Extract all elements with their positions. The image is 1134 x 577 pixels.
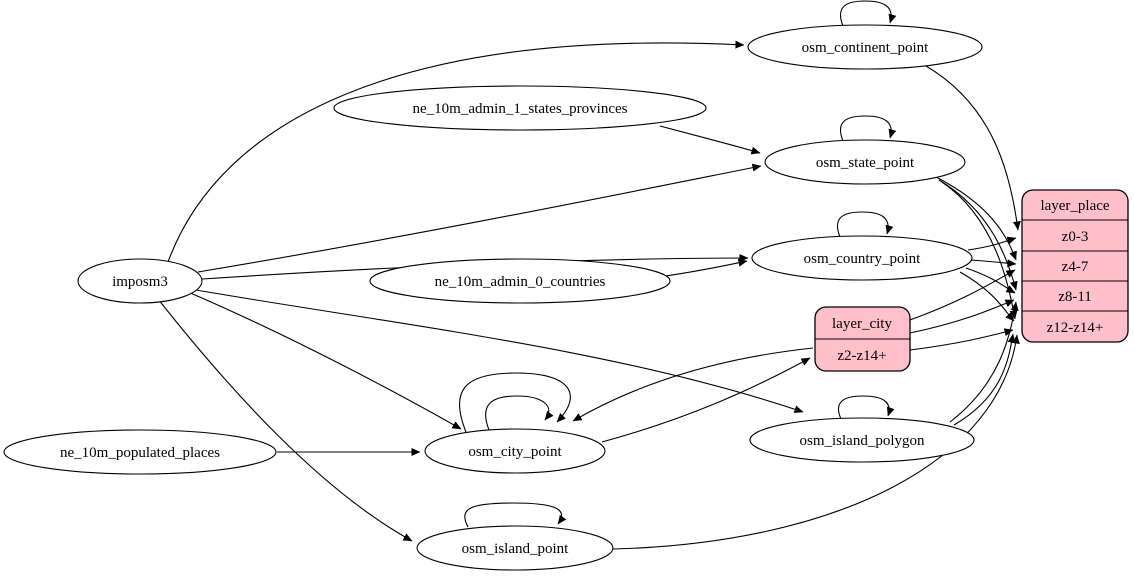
layer-place-row-z0-3: z0-3	[1062, 229, 1089, 245]
edge-osm_country_point-layer_place-z4-7	[969, 259, 1017, 268]
layer-place-shape	[1021, 189, 1129, 343]
layer-place-row-z8-11: z8-11	[1058, 289, 1092, 305]
edge-osm_island_point-layer_place-z12-z14	[612, 334, 1020, 550]
edge-osm_continent_point-layer_place-z0-3	[925, 65, 1021, 231]
node-osm-city-point: osm_city_point	[424, 428, 606, 474]
self-loop-osm_island_polygon	[837, 395, 895, 420]
osm-state-point-shape	[764, 139, 966, 185]
ne-10m-admin-1-shape	[333, 85, 707, 131]
edge-osm_state_point-layer_place-z8-11	[938, 179, 1018, 291]
edge-imposm3-osm_island_polygon	[195, 289, 804, 414]
ne-10m-populated-places-shape	[3, 429, 277, 475]
node-osm-country-point: osm_country_point	[751, 235, 973, 281]
ne-10m-populated-places-label: ne_10m_populated_places	[60, 445, 220, 461]
layer-place-row-z4-7: z4-7	[1062, 259, 1089, 275]
node-ne-10m-admin-0-countries: ne_10m_admin_0_countries	[369, 258, 671, 304]
edge-ne_10m_admin_0_countries-osm_country_point	[664, 258, 748, 277]
osm-continent-point-shape	[747, 24, 983, 70]
self-loop-osm_continent_point	[839, 0, 897, 27]
osm-city-point-shape	[424, 428, 606, 474]
edge-imposm3-osm_state_point	[197, 163, 762, 273]
self-loop-osm_city_point-inner	[485, 395, 554, 431]
node-layer-city: layer_city z2-z14+	[814, 306, 911, 372]
osm-country-point-shape	[751, 235, 973, 281]
edge-osm_state_point-layer_place-z4-7	[935, 176, 1017, 261]
self-loop-osm_city_point-outer	[458, 372, 571, 433]
ne-10m-admin-0-shape	[369, 258, 671, 304]
self-loop-osm_country_point	[836, 211, 894, 238]
edge-imposm3-osm_continent_point	[167, 40, 745, 263]
node-osm-continent-point: osm_continent_point	[747, 24, 983, 70]
edge-ne_10m_admin_1_states_provinces-osm_state_point	[659, 125, 761, 155]
imposm3-label: imposm3	[112, 274, 168, 290]
osm-country-point-label: osm_country_point	[804, 251, 921, 267]
node-ne-10m-admin-1-states-provinces: ne_10m_admin_1_states_provinces	[333, 85, 707, 131]
node-osm-island-point: osm_island_point	[416, 525, 614, 571]
layer-city-title: layer_city	[832, 316, 892, 332]
osm-island-point-shape	[416, 525, 614, 571]
edge-osm_island_polygon-layer_place-z8-11	[949, 301, 1019, 423]
edge-osm_city_point-layer_city	[601, 357, 811, 443]
node-layer-place: layer_place z0-3 z4-7 z8-11 z12-z14+	[1021, 189, 1129, 343]
self-loop-osm_island_point	[464, 502, 567, 528]
osm-island-polygon-label: osm_island_polygon	[799, 433, 925, 449]
edge-imposm3-osm_city_point	[187, 291, 462, 430]
layer-city-row-z2-z14: z2-z14+	[837, 348, 886, 364]
edge-layer_city-layer_place-z8-11	[909, 299, 1015, 334]
edges	[157, 0, 1021, 550]
layer-place-row-z12-z14: z12-z14+	[1047, 320, 1104, 336]
edge-osm_country_point-layer_place-z8-11	[965, 267, 1016, 294]
node-osm-state-point: osm_state_point	[764, 139, 966, 185]
osm-state-point-label: osm_state_point	[816, 155, 915, 171]
edge-layer_city-layer_place-z12-z14	[909, 328, 1014, 351]
osm-island-polygon-shape	[749, 417, 975, 463]
osm-island-point-label: osm_island_point	[462, 541, 570, 557]
edge-osm_island_polygon-layer_place-z12-z14	[953, 333, 1016, 426]
edge-imposm3-osm_island_point	[157, 298, 413, 542]
node-ne-10m-populated-places: ne_10m_populated_places	[3, 429, 277, 475]
osm-continent-point-label: osm_continent_point	[802, 40, 929, 56]
self-loop-osm_state_point	[839, 115, 897, 142]
node-osm-island-polygon: osm_island_polygon	[749, 417, 975, 463]
ne-10m-admin-1-label: ne_10m_admin_1_states_provinces	[413, 101, 628, 117]
imposm3-shape	[77, 258, 203, 304]
edge-layer_city-osm_city_point	[572, 347, 814, 422]
edge-osm_country_point-layer_place-z0-3	[967, 236, 1017, 251]
ne-10m-admin-0-label: ne_10m_admin_0_countries	[435, 274, 606, 290]
layer-place-title: layer_place	[1040, 198, 1109, 214]
node-imposm3: imposm3	[77, 258, 203, 304]
edge-layer_city-layer_place-z4-7	[909, 269, 1016, 321]
osm-city-point-label: osm_city_point	[468, 444, 562, 460]
